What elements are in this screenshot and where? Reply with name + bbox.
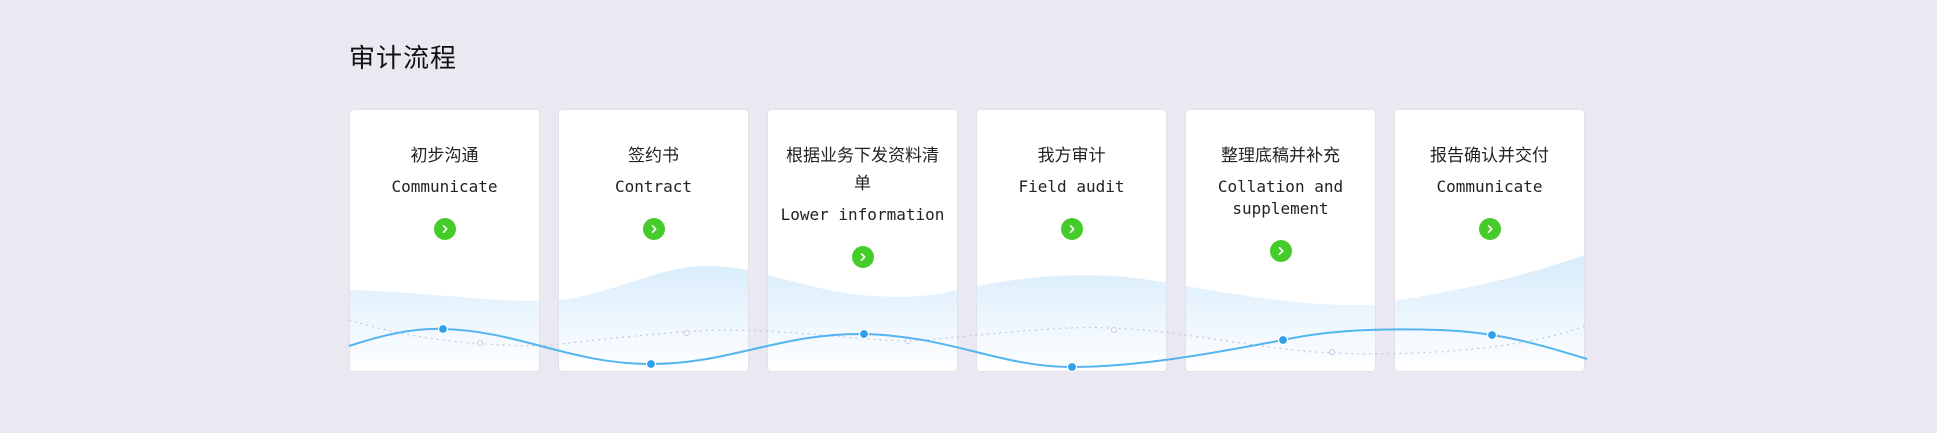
step-card-4[interactable]: 我方审计 Field audit	[976, 109, 1167, 372]
step-title-en: Collation and supplement	[1217, 177, 1344, 218]
chevron-right-icon	[1487, 225, 1492, 233]
step-arrow-button[interactable]	[1478, 218, 1501, 240]
step-arrow-button[interactable]	[1269, 240, 1292, 262]
chevron-right-icon	[1278, 247, 1283, 255]
step-title-zh: 报告确认并交付	[1430, 146, 1549, 166]
step-card-3[interactable]: 根据业务下发资料清单 Lower information	[767, 109, 958, 372]
step-title-en: Communicate	[1436, 177, 1543, 196]
step-card-1[interactable]: 初步沟通 Communicate	[349, 109, 540, 372]
step-title-zh: 我方审计	[1037, 146, 1106, 166]
step-title-en: Field audit	[1018, 177, 1125, 196]
step-arrow-button[interactable]	[642, 218, 665, 240]
chevron-right-icon	[651, 225, 656, 233]
step-title-zh: 签约书	[628, 146, 679, 166]
step-arrow-button[interactable]	[851, 246, 874, 268]
step-title-en: Lower information	[780, 205, 945, 224]
step-title-zh: 初步沟通	[410, 146, 479, 166]
step-title-en: Communicate	[391, 177, 498, 196]
step-card-6[interactable]: 报告确认并交付 Communicate	[1394, 109, 1585, 372]
step-title-en: Contract	[614, 177, 693, 196]
step-arrow-button[interactable]	[433, 218, 456, 240]
page-title: 审计流程	[349, 44, 458, 74]
step-card-5[interactable]: 整理底稿并补充 Collation and supplement	[1185, 109, 1376, 372]
step-arrow-button[interactable]	[1060, 218, 1083, 240]
step-title-zh: 整理底稿并补充	[1221, 146, 1340, 166]
step-title-zh: 根据业务下发资料清单	[786, 146, 939, 194]
chevron-right-icon	[442, 225, 447, 233]
chevron-right-icon	[1069, 225, 1074, 233]
chevron-right-icon	[860, 253, 865, 261]
step-card-2[interactable]: 签约书 Contract	[558, 109, 749, 372]
